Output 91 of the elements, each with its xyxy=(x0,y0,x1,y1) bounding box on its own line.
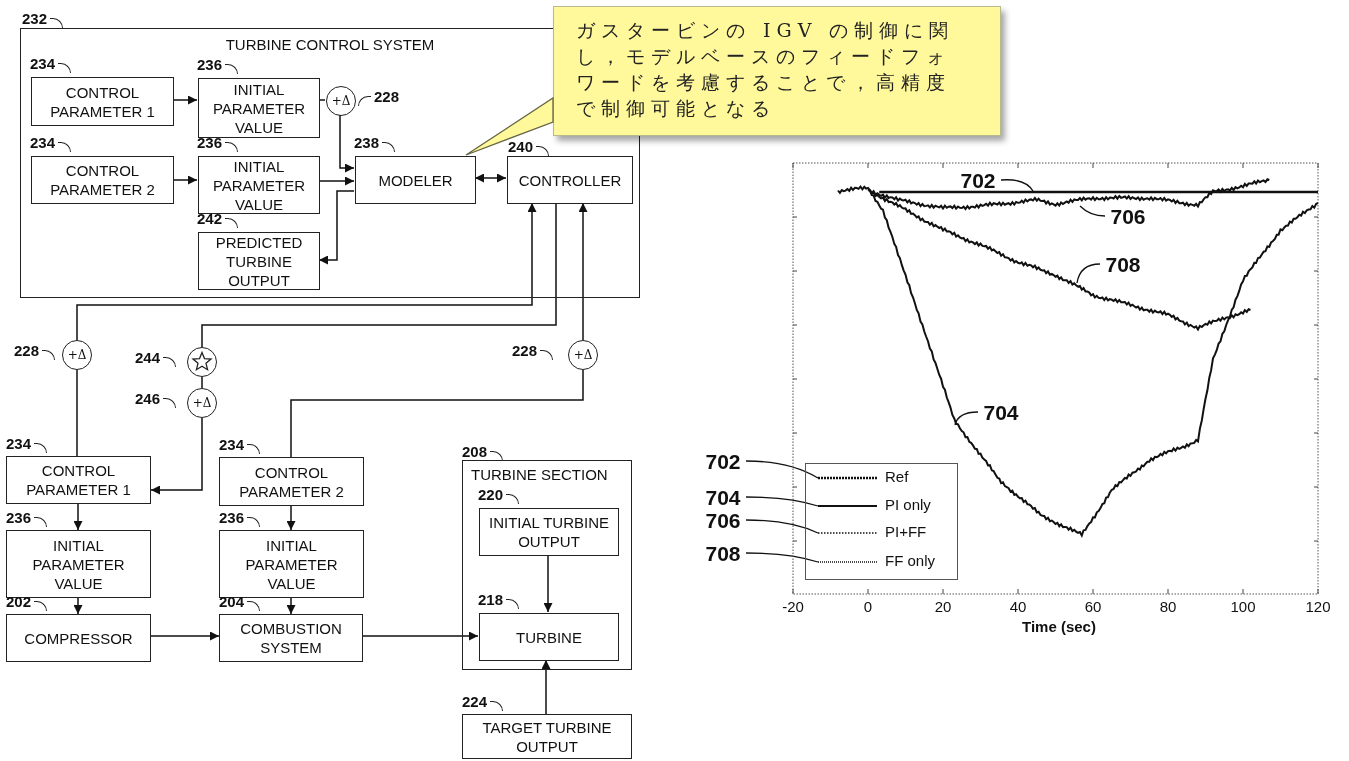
process-box: PREDICTED TURBINE OUTPUT xyxy=(198,232,320,290)
arrow xyxy=(339,114,355,173)
reference-numeral: 228 xyxy=(357,88,400,105)
reference-numeral: 234 xyxy=(30,134,73,151)
reference-number: 702 xyxy=(955,168,1001,192)
reference-number: 706 xyxy=(700,508,746,532)
legend-label: FF only xyxy=(885,552,935,569)
reference-numeral: 246 xyxy=(135,390,178,407)
process-box: CONTROLLER xyxy=(507,156,633,204)
leader-line xyxy=(745,519,819,534)
reference-numeral: 224 xyxy=(462,693,505,710)
reference-numeral: 236 xyxy=(197,56,240,73)
connector-line xyxy=(290,369,584,458)
connector-line xyxy=(201,376,203,389)
leader-line xyxy=(954,411,979,426)
process-box: CONTROL PARAMETER 2 xyxy=(219,457,364,506)
reference-number: 706 xyxy=(1105,204,1151,228)
callout-pointer xyxy=(465,96,554,156)
process-box: INITIAL PARAMETER VALUE xyxy=(198,156,320,214)
connector-line xyxy=(318,99,326,101)
frame-title: TURBINE CONTROL SYSTEM xyxy=(224,35,436,54)
reference-number: 704 xyxy=(978,400,1024,424)
process-box: INITIAL TURBINE OUTPUT xyxy=(479,508,619,556)
leader-line xyxy=(745,496,819,507)
arrow xyxy=(73,597,83,615)
process-box: MODELER xyxy=(355,156,476,204)
arrow xyxy=(543,554,553,613)
arrow xyxy=(362,631,479,641)
reference-numeral: 228 xyxy=(512,342,555,359)
connector-line xyxy=(76,369,78,457)
arrow xyxy=(150,417,203,495)
arrow xyxy=(150,631,220,641)
leader-line xyxy=(1000,179,1034,192)
reference-numeral: 238 xyxy=(354,134,397,151)
leader-line xyxy=(1076,263,1101,284)
arrow xyxy=(541,659,551,715)
arrow xyxy=(172,175,198,185)
axis-tick-label: -20 xyxy=(782,598,804,615)
axis-title: Time (sec) xyxy=(1022,618,1096,635)
leader-line xyxy=(1079,205,1106,217)
reference-numeral: 234 xyxy=(30,55,73,72)
arrow xyxy=(286,505,296,531)
legend-label: PI+FF xyxy=(885,523,927,540)
axis-tick-label: 20 xyxy=(934,598,952,615)
callout-box: ガスタービンの IGV の制御に関し，モデルベースのフィードフォワードを考慮することで，高精度で制御可能となる xyxy=(553,6,1001,136)
reference-numeral: 244 xyxy=(135,349,178,366)
process-box: COMBUSTION SYSTEM xyxy=(219,614,363,662)
arrow xyxy=(172,95,198,105)
reference-numeral: 208 xyxy=(462,443,505,460)
reference-numeral: 236 xyxy=(219,509,262,526)
process-box: INITIAL PARAMETER VALUE xyxy=(219,530,364,598)
legend-label: PI only xyxy=(885,496,931,513)
axis-tick-label: 80 xyxy=(1159,598,1177,615)
axis-tick-label: 40 xyxy=(1009,598,1027,615)
connector-line xyxy=(201,202,557,348)
reference-numeral: 232 xyxy=(22,10,65,27)
arrow xyxy=(73,503,83,531)
process-box: COMPRESSOR xyxy=(6,614,151,662)
reference-numeral: 234 xyxy=(219,436,262,453)
legend-label: Ref xyxy=(885,468,909,485)
arrow xyxy=(286,597,296,615)
axis-tick-label: 0 xyxy=(863,598,873,615)
process-box: CONTROL PARAMETER 1 xyxy=(31,77,174,126)
process-box: TURBINE xyxy=(479,613,619,661)
reference-numeral: 236 xyxy=(6,509,49,526)
arrow xyxy=(318,190,355,265)
process-box: INITIAL PARAMETER VALUE xyxy=(198,78,320,138)
frame-title: TURBINE SECTION xyxy=(471,465,609,484)
reference-number: 708 xyxy=(1100,252,1146,276)
process-box: CONTROL PARAMETER 2 xyxy=(31,156,174,204)
reference-number: 704 xyxy=(700,485,746,509)
reference-numeral: 218 xyxy=(478,591,521,608)
process-box: CONTROL PARAMETER 1 xyxy=(6,456,151,504)
leader-line xyxy=(745,552,819,563)
leader-line xyxy=(745,460,819,479)
reference-number: 702 xyxy=(700,449,746,473)
system-frame xyxy=(462,460,632,670)
process-box: TARGET TURBINE OUTPUT xyxy=(462,714,632,759)
process-box: INITIAL PARAMETER VALUE xyxy=(6,530,151,598)
reference-numeral: 240 xyxy=(508,138,551,155)
reference-number: 708 xyxy=(700,541,746,565)
reference-numeral: 220 xyxy=(478,486,521,503)
axis-tick-label: 60 xyxy=(1084,598,1102,615)
reference-numeral: 228 xyxy=(14,342,57,359)
axis-tick-label: 120 xyxy=(1305,598,1331,615)
arrow xyxy=(474,173,507,183)
arrow xyxy=(76,202,537,341)
arrow xyxy=(578,202,588,341)
axis-tick-label: 100 xyxy=(1230,598,1256,615)
reference-numeral: 234 xyxy=(6,435,49,452)
arrow xyxy=(318,176,355,186)
